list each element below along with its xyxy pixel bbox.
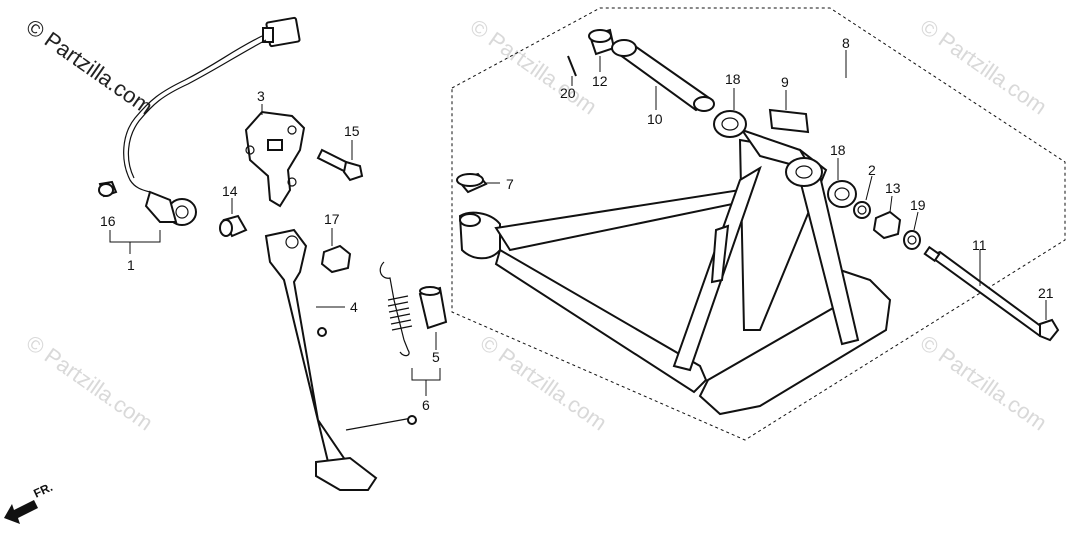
callout-20: 20: [560, 85, 576, 101]
pin-part-20: [567, 55, 577, 77]
callout-11: 11: [972, 237, 987, 253]
washer-part-2: [853, 201, 871, 219]
nut-part-21: [1039, 318, 1060, 342]
callout-10: 10: [647, 111, 663, 127]
leader-line: [889, 195, 893, 213]
pipe-part-10: [611, 39, 715, 112]
callout-6: 6: [422, 397, 430, 413]
callout-5: 5: [432, 349, 440, 365]
callout-16: 16: [100, 213, 116, 229]
leader-line: [913, 211, 919, 231]
collar-part: [418, 286, 448, 330]
bracket-line: [109, 230, 161, 243]
leader-line: [865, 175, 873, 201]
cap-part: [456, 172, 488, 194]
bolt-part-15: [316, 148, 364, 182]
callout-18-lower: 18: [830, 142, 846, 158]
seal-part-9: [768, 108, 810, 134]
bolt-part-16: [98, 180, 118, 198]
callout-14: 14: [222, 183, 238, 199]
washer-part-19: [903, 230, 921, 250]
callout-8: 8: [842, 35, 850, 51]
bracket-plate-part: [244, 110, 306, 208]
direction-label: FR.: [31, 480, 54, 501]
callout-12: 12: [592, 73, 608, 89]
bearing-part-18-lower: [827, 180, 857, 208]
callout-1: 1: [127, 257, 135, 273]
callout-18-upper: 18: [725, 71, 741, 87]
front-direction-arrow-icon: [4, 500, 38, 524]
callout-19: 19: [910, 197, 926, 213]
callout-7: 7: [506, 176, 514, 192]
shaft-part-11: [923, 245, 1048, 338]
callout-13: 13: [885, 180, 901, 196]
side-stand-switch-part: [123, 16, 301, 226]
nut-part-13: [872, 210, 902, 240]
main-stand-part: [458, 128, 892, 416]
callout-4: 4: [350, 299, 358, 315]
bearing-part-18-upper: [713, 110, 747, 138]
bracket-line: [411, 368, 441, 381]
callout-17: 17: [324, 211, 340, 227]
callout-2: 2: [868, 162, 876, 178]
callout-15: 15: [344, 123, 360, 139]
pivot-bolt-part: [219, 214, 248, 238]
collar-part-12: [588, 28, 616, 56]
callout-3: 3: [257, 88, 265, 104]
callout-9: 9: [781, 74, 789, 90]
spring-part: [379, 261, 413, 357]
side-stand-part: [264, 228, 417, 491]
stand-assembly-outline: [451, 7, 1066, 441]
nut-part-17: [320, 244, 352, 274]
callout-21: 21: [1038, 285, 1054, 301]
